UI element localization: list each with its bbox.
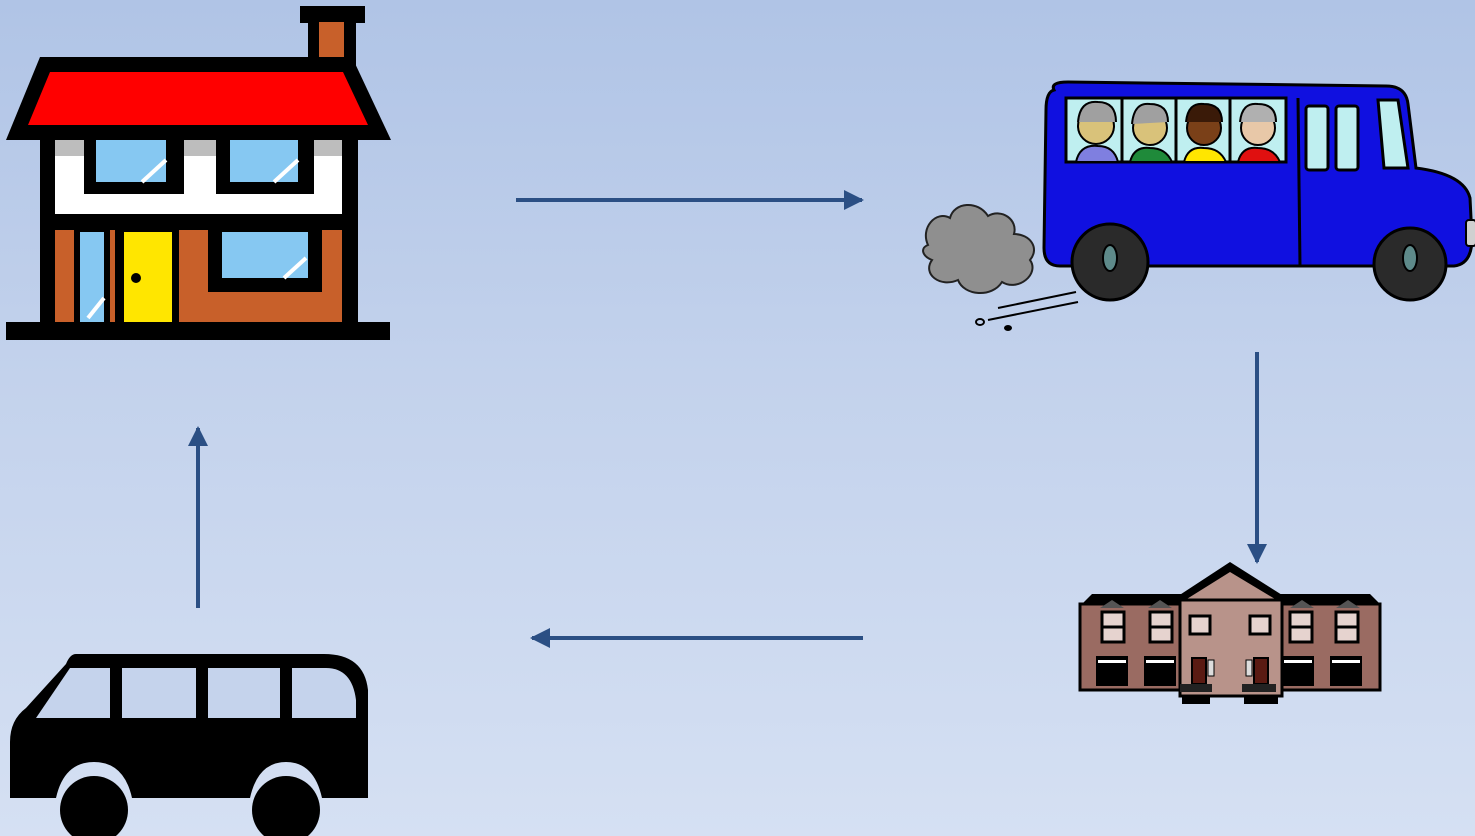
- slide-canvas: [0, 0, 1475, 836]
- cycle-arrows: [0, 0, 1475, 836]
